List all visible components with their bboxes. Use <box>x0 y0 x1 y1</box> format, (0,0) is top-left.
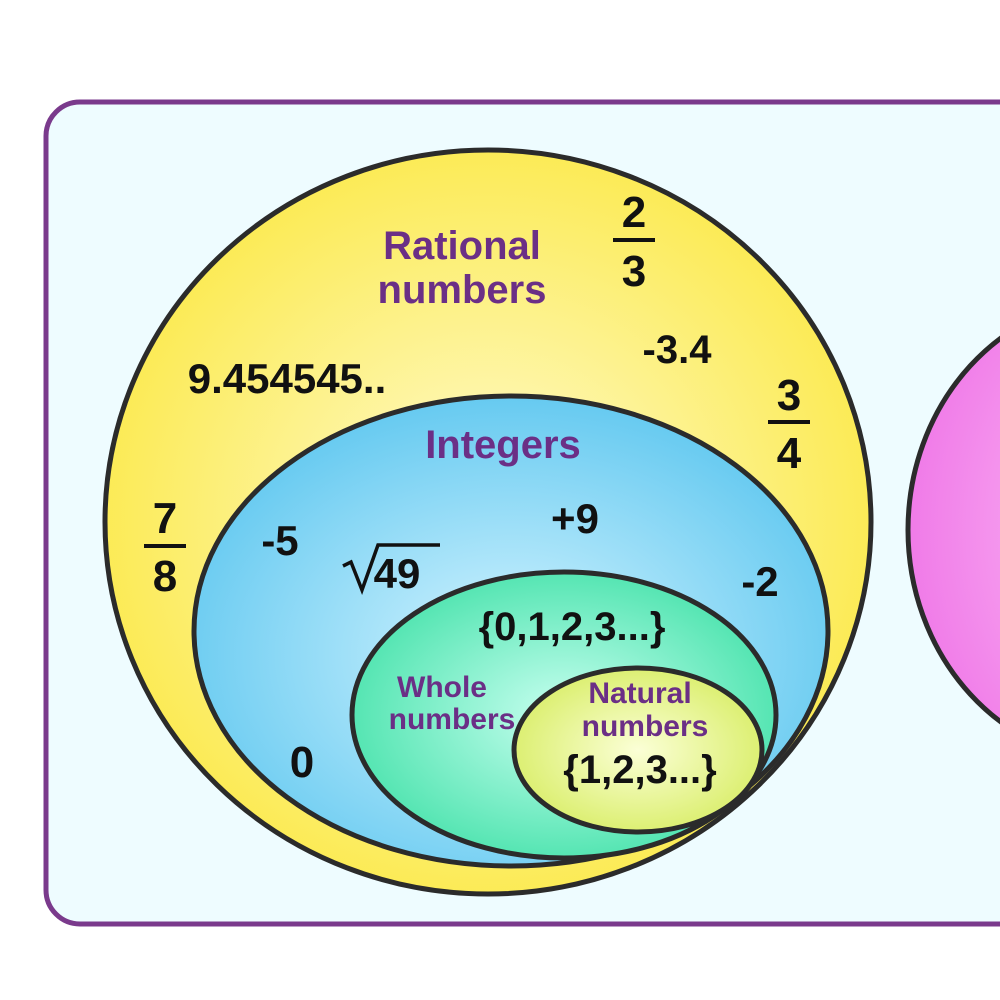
fraction-numerator: 7 <box>153 494 177 543</box>
integer-zero: 0 <box>290 738 314 787</box>
integer-positive-nine: +9 <box>551 495 599 542</box>
integers-label: Integers <box>425 423 581 467</box>
fraction-three-quarters: 3 4 <box>768 371 810 478</box>
natural-label-line1: Natural <box>588 677 691 710</box>
integer-negative-two: -2 <box>741 558 778 605</box>
whole-label-line1: Whole <box>397 671 487 704</box>
natural-numbers-set: {1,2,3...} <box>563 748 716 792</box>
radicand: 49 <box>374 550 421 597</box>
rational-label-line1: Rational <box>383 224 541 268</box>
fraction-denominator: 8 <box>153 552 177 601</box>
natural-label-line2: numbers <box>582 710 709 743</box>
whole-label-line2: numbers <box>389 703 516 736</box>
side-set-circle <box>905 335 1000 725</box>
decimal-negative: -3.4 <box>643 328 713 372</box>
radical-sign <box>342 543 440 595</box>
repeating-decimal: 9.454545.. <box>188 355 387 402</box>
rational-label-line2: numbers <box>378 268 547 312</box>
whole-numbers-set: {0,1,2,3...} <box>479 605 666 649</box>
integer-negative-five: -5 <box>261 517 298 564</box>
fraction-denominator: 4 <box>777 429 802 478</box>
fraction-numerator: 3 <box>777 371 801 420</box>
fraction-two-thirds: 2 3 <box>613 188 655 296</box>
square-root-expression: 49 <box>342 543 440 597</box>
fraction-numerator: 2 <box>622 188 646 237</box>
fraction-denominator: 3 <box>622 247 646 296</box>
natural-numbers-ellipse <box>511 665 765 835</box>
fraction-seven-eighths: 7 8 <box>144 494 186 601</box>
